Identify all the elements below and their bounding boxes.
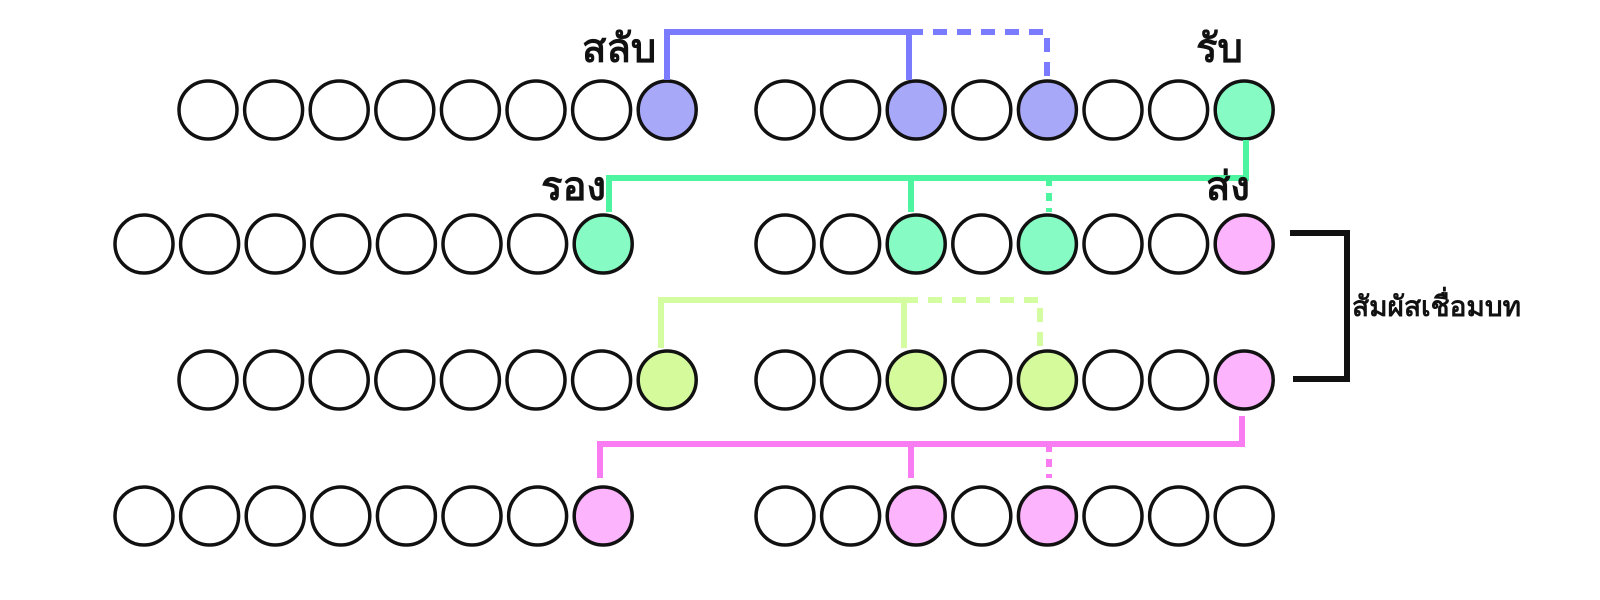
syllable-circle-r2-second-1 xyxy=(754,213,816,275)
syllable-circle-r1-second-3 xyxy=(885,79,947,141)
syllable-circle-r1-first-6 xyxy=(505,79,567,141)
syllable-circle-r3-first-5 xyxy=(439,349,502,411)
syllable-circle-r2-first-7 xyxy=(506,213,569,275)
label-receive: รับ xyxy=(1196,26,1243,72)
rhyme-connectors xyxy=(597,29,1350,478)
label-stanza-rhyme: สัมผัสเชื่อมบท xyxy=(1352,286,1521,323)
syllable-circle-r3-first-6 xyxy=(505,349,567,411)
syllable-circle-r1-first-4 xyxy=(374,79,436,141)
syllable-circle-r4-second-6 xyxy=(1082,485,1144,547)
syllable-circle-r2-second-2 xyxy=(819,213,882,275)
syllable-circle-r1-second-2 xyxy=(819,79,882,141)
syllable-circle-r1-first-7 xyxy=(570,79,633,141)
syllable-circle-r4-second-2 xyxy=(819,485,882,547)
purple-rhyme-line xyxy=(664,29,912,80)
syllable-circle-r3-second-7 xyxy=(1147,349,1210,411)
green-rhyme-line xyxy=(606,140,1249,212)
syllable-circle-r3-second-1 xyxy=(754,349,816,411)
syllable-circle-r4-first-6 xyxy=(441,485,503,547)
syllable-circle-r3-first-1 xyxy=(177,349,239,411)
syllable-circle-r1-second-4 xyxy=(951,79,1013,141)
stanza-link-bracket xyxy=(1290,230,1350,382)
label-switch: สลับ xyxy=(582,26,656,72)
syllable-circle-r3-first-4 xyxy=(374,349,436,411)
syllable-circle-r4-second-8 xyxy=(1213,485,1275,547)
syllable-circle-r2-first-8 xyxy=(572,213,634,275)
syllable-circle-r3-second-2 xyxy=(819,349,882,411)
syllable-circle-r2-first-3 xyxy=(244,213,306,275)
syllable-circle-r2-second-6 xyxy=(1082,213,1144,275)
syllable-circle-r1-first-1 xyxy=(177,79,239,141)
syllable-circle-r1-second-5 xyxy=(1016,79,1079,141)
label-send: ส่ง xyxy=(1206,164,1250,210)
syllable-circle-r3-second-3 xyxy=(885,349,947,411)
syllable-circle-r4-first-7 xyxy=(506,485,569,547)
syllable-circle-r3-first-8 xyxy=(636,349,698,411)
syllable-circle-r3-first-2 xyxy=(242,349,305,411)
syllable-labels: สลับ รับ รอง ส่ง สัมผัสเชื่อมบท xyxy=(541,26,1521,323)
syllable-circle-r2-second-5 xyxy=(1016,213,1079,275)
pink-rhyme-line xyxy=(597,416,1245,478)
syllable-circle-r2-second-8 xyxy=(1213,213,1275,275)
syllable-circle-r4-first-2 xyxy=(178,485,241,547)
syllable-circle-r4-first-8 xyxy=(572,485,634,547)
syllable-circle-r2-first-2 xyxy=(178,213,241,275)
syllable-circle-r2-first-6 xyxy=(441,213,503,275)
syllable-circle-r2-second-7 xyxy=(1147,213,1210,275)
label-secondary: รอง xyxy=(541,164,606,210)
syllable-circle-r3-second-5 xyxy=(1016,349,1079,411)
syllable-grid xyxy=(113,79,1275,547)
syllable-circle-r4-first-4 xyxy=(310,485,372,547)
syllable-circle-r3-second-8 xyxy=(1213,349,1275,411)
syllable-circle-r2-first-4 xyxy=(310,213,372,275)
syllable-circle-r2-first-1 xyxy=(113,213,175,275)
syllable-circle-r4-second-1 xyxy=(754,485,816,547)
syllable-circle-r1-first-2 xyxy=(242,79,305,141)
syllable-circle-r2-second-3 xyxy=(885,213,947,275)
syllable-circle-r1-first-3 xyxy=(308,79,370,141)
syllable-circle-r4-second-5 xyxy=(1016,485,1079,547)
syllable-circle-r1-first-5 xyxy=(439,79,502,141)
syllable-circle-r4-first-3 xyxy=(244,485,306,547)
purple-rhyme-optional-line xyxy=(909,29,1050,80)
syllable-circle-r2-second-4 xyxy=(951,213,1013,275)
syllable-circle-r1-first-8 xyxy=(636,79,698,141)
lime-rhyme-line xyxy=(658,297,907,348)
syllable-circle-r1-second-6 xyxy=(1082,79,1144,141)
syllable-circle-r3-first-3 xyxy=(308,349,370,411)
syllable-circle-r3-second-4 xyxy=(951,349,1013,411)
syllable-circle-r3-second-6 xyxy=(1082,349,1144,411)
syllable-circle-r3-first-7 xyxy=(570,349,633,411)
syllable-circle-r1-second-7 xyxy=(1147,79,1210,141)
syllable-circle-r1-second-1 xyxy=(754,79,816,141)
syllable-circle-r4-second-7 xyxy=(1147,485,1210,547)
syllable-circle-r4-first-5 xyxy=(375,485,438,547)
syllable-circle-r1-second-8 xyxy=(1213,79,1275,141)
syllable-circle-r4-first-1 xyxy=(113,485,175,547)
syllable-circle-r4-second-4 xyxy=(951,485,1013,547)
syllable-circle-r2-first-5 xyxy=(375,213,438,275)
syllable-circle-r4-second-3 xyxy=(885,485,947,547)
lime-rhyme-optional-line xyxy=(904,297,1043,348)
